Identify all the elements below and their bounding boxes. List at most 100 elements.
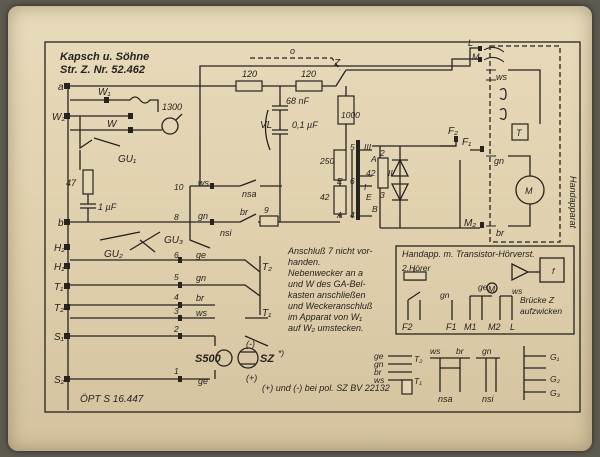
label-T: T xyxy=(516,128,523,138)
receiver-T xyxy=(511,123,529,141)
handset-box xyxy=(483,45,561,243)
label-42a: 42 xyxy=(320,192,330,202)
switch-T2: T₂ xyxy=(262,262,272,273)
contact-8: 8 xyxy=(174,212,179,222)
legend-nsa: nsa xyxy=(438,394,453,404)
label-F1: F₁ xyxy=(462,137,471,148)
inset-pin-F2: F2 xyxy=(402,322,413,332)
coil-block xyxy=(333,86,470,229)
terminal-S1: S₁ xyxy=(54,332,64,343)
label-nsi: nsi xyxy=(220,228,233,238)
terminal-H1: H₁ xyxy=(54,262,64,273)
legend-G2: G₂ xyxy=(550,374,561,384)
coil-42 xyxy=(333,185,347,215)
label-GU1: GU₁ xyxy=(118,154,136,165)
label-pin6: 6 xyxy=(350,176,355,186)
capacitor-branch xyxy=(199,86,288,222)
legend-T2: T₂ xyxy=(414,354,423,364)
label-VL: VL xyxy=(260,120,272,131)
label-pin2: 2 xyxy=(379,148,385,158)
label-E: E xyxy=(337,176,343,186)
label-1uF: 1 µF xyxy=(98,202,117,212)
label-pin3: 3 xyxy=(380,190,385,200)
label-W: W xyxy=(107,119,118,130)
polarity-note: (+) und (-) bei pol. SZ BV 22132 xyxy=(262,383,390,393)
handset-connections xyxy=(440,136,484,229)
label-B: B xyxy=(372,204,378,214)
label-I: I xyxy=(364,182,367,192)
note-line-2: handen. xyxy=(288,257,321,267)
contact-3: 3 xyxy=(174,306,179,316)
label-F2: F₂ xyxy=(448,126,458,137)
switch-T1: T₁ xyxy=(262,308,271,319)
contact-10: 10 xyxy=(174,182,184,192)
contact-4: 4 xyxy=(174,292,179,302)
label-S500: S500 xyxy=(195,353,222,365)
terminal-T1: T₁ xyxy=(54,282,63,293)
note-line-3: Nebenwecker an a xyxy=(288,268,363,278)
legend-nsi: nsi xyxy=(482,394,495,404)
inset-pin-M2: M2 xyxy=(488,322,501,332)
note-line-1: Anschluß 7 nicht vor- xyxy=(287,246,372,256)
legend-label-gn: gn xyxy=(482,346,492,356)
legend-label-ws: ws xyxy=(430,346,441,356)
line-a xyxy=(68,47,478,92)
inset-pin-L: L xyxy=(510,322,515,332)
polarity-minus: (-) xyxy=(246,339,255,349)
label-Z: Z xyxy=(333,58,341,69)
terminal-T2: T₂ xyxy=(54,303,64,314)
label-1300: 1300 xyxy=(162,102,182,112)
bell-coil xyxy=(161,117,179,135)
label-III: III xyxy=(364,142,372,152)
legend-G1: G₁ xyxy=(550,352,560,362)
contact-9: 9 xyxy=(264,205,269,215)
label-120a: 120 xyxy=(242,69,257,79)
legend-ws: ws xyxy=(374,375,385,385)
terminal-S2: S₂ xyxy=(54,375,65,386)
contact-5: 5 xyxy=(174,272,179,282)
label-M1-top: M₁ xyxy=(472,52,482,62)
label-GU2: GU₂ xyxy=(104,249,123,260)
inset-pin-M1: M1 xyxy=(464,322,477,332)
inset-pin-F1: F1 xyxy=(446,322,457,332)
legend-contacts xyxy=(388,346,546,400)
contact-6: 6 xyxy=(174,250,179,260)
inset-title: Handapp. m. Transistor-Hörverst. xyxy=(402,249,535,259)
note-line-5: kasten anschließen xyxy=(288,290,366,300)
wire-ws-10: ws xyxy=(198,178,209,188)
legend-G3: G₃ xyxy=(550,388,561,398)
inset-wire-ge: ge xyxy=(478,282,488,292)
wire-ge-1: ge xyxy=(198,376,208,386)
terminal-H2: H₂ xyxy=(54,243,65,254)
label-01uF: 0,1 µF xyxy=(292,120,318,130)
label-120b: 120 xyxy=(301,69,316,79)
wire-ws-hand: ws xyxy=(496,72,507,82)
coil-core xyxy=(356,140,360,220)
left-terminal-column xyxy=(64,83,70,410)
wire-ws-3: ws xyxy=(196,308,207,318)
note-line-7: im Apparat von W₁ xyxy=(288,312,362,322)
label-A: A xyxy=(370,154,377,164)
terminal-b: b xyxy=(58,218,64,229)
inset-wire-gn: gn xyxy=(440,290,450,300)
label-M: M xyxy=(525,186,533,196)
label-handapparat: Handapparat xyxy=(568,176,578,229)
contact-1: 1 xyxy=(174,366,179,376)
footnote-mark: *) xyxy=(278,348,284,358)
wire-br-8: br xyxy=(240,207,249,217)
wire-br-4: br xyxy=(196,293,205,303)
terminal-W2: W₂ xyxy=(52,112,65,123)
inset-bridge-2: aufzwicken xyxy=(520,306,562,316)
diagram-frame xyxy=(44,41,581,413)
contact-lines xyxy=(70,179,340,382)
wire-gn-5: gn xyxy=(196,273,206,283)
label-W1: W₁ xyxy=(98,87,111,98)
legend-gn: gn xyxy=(374,359,384,369)
wire-gn-8: gn xyxy=(198,211,208,221)
label-1000: 1000 xyxy=(341,110,360,120)
bell-section xyxy=(70,96,183,170)
polarity-plus: (+) xyxy=(246,373,257,383)
label-68nF: 68 nF xyxy=(286,96,310,106)
inset-M: M xyxy=(488,284,496,294)
